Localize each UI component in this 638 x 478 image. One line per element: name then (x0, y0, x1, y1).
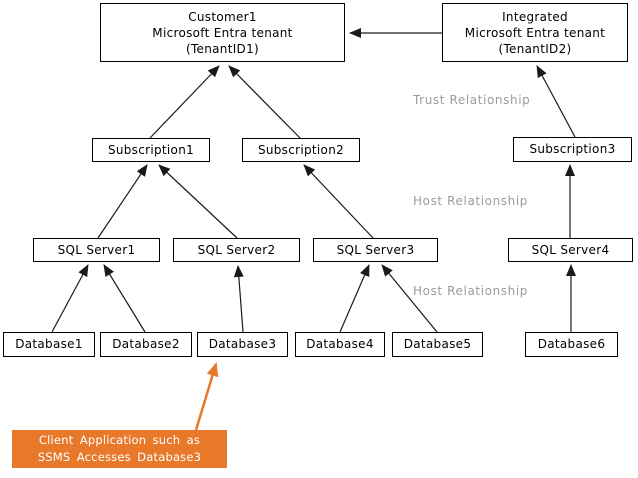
arrow-sub3-to-tenant2 (536, 65, 576, 138)
node-sql-server1: SQL Server1 (33, 238, 160, 262)
arrow-db4-to-ss3 (339, 264, 370, 333)
callout-line2: SSMS Accesses Database3 (37, 450, 202, 464)
node-database2: Database2 (100, 332, 192, 357)
trust-relationship-label: Trust Relationship (413, 93, 531, 107)
arrow-ss3-to-sub2 (303, 164, 374, 239)
node-database3: Database3 (197, 332, 288, 357)
tenant1-id: (TenantID1) (185, 41, 260, 56)
arrow-sub2-to-tenant1 (228, 65, 301, 139)
node-subscription1: Subscription1 (92, 138, 210, 162)
tenant1-name: Customer1 (188, 9, 257, 24)
tenant2-type: Microsoft Entra tenant (464, 25, 606, 40)
tenant2-id: (TenantID2) (498, 41, 572, 56)
tenant2-name: Integrated (502, 9, 568, 24)
node-integrated-tenant: Integrated Microsoft Entra tenant (Tenan… (442, 3, 628, 62)
node-database6: Database6 (525, 332, 618, 357)
node-database1: Database1 (3, 332, 95, 357)
tenant1-type: Microsoft Entra tenant (152, 25, 293, 40)
host-relationship-label-upper: Host Relationship (413, 194, 529, 208)
arrow-callout-to-db3 (194, 362, 219, 431)
client-application-callout: Client Application such as SSMS Accesses… (12, 430, 227, 468)
node-subscription2: Subscription2 (242, 138, 360, 162)
arrow-db1-to-ss1 (51, 264, 89, 333)
node-subscription3: Subscription3 (513, 137, 632, 162)
node-database4: Database4 (295, 332, 385, 357)
node-customer1-tenant: Customer1 Microsoft Entra tenant (Tenant… (100, 3, 345, 62)
arrow-db2-to-ss1 (103, 264, 146, 333)
host-relationship-label-lower: Host Relationship (413, 284, 529, 298)
node-sql-server2: SQL Server2 (173, 238, 300, 262)
arrow-db3-to-ss2 (233, 265, 244, 333)
callout-line1: Client Application such as (38, 433, 201, 447)
arrow-ss1-to-sub1 (97, 164, 148, 239)
arrow-ss2-to-sub1 (158, 164, 238, 239)
node-database5: Database5 (392, 332, 483, 357)
arrow-db5-to-ss3 (381, 264, 438, 333)
node-sql-server3: SQL Server3 (313, 238, 438, 262)
node-sql-server4: SQL Server4 (508, 238, 633, 262)
arrow-sub1-to-tenant1 (149, 65, 220, 139)
